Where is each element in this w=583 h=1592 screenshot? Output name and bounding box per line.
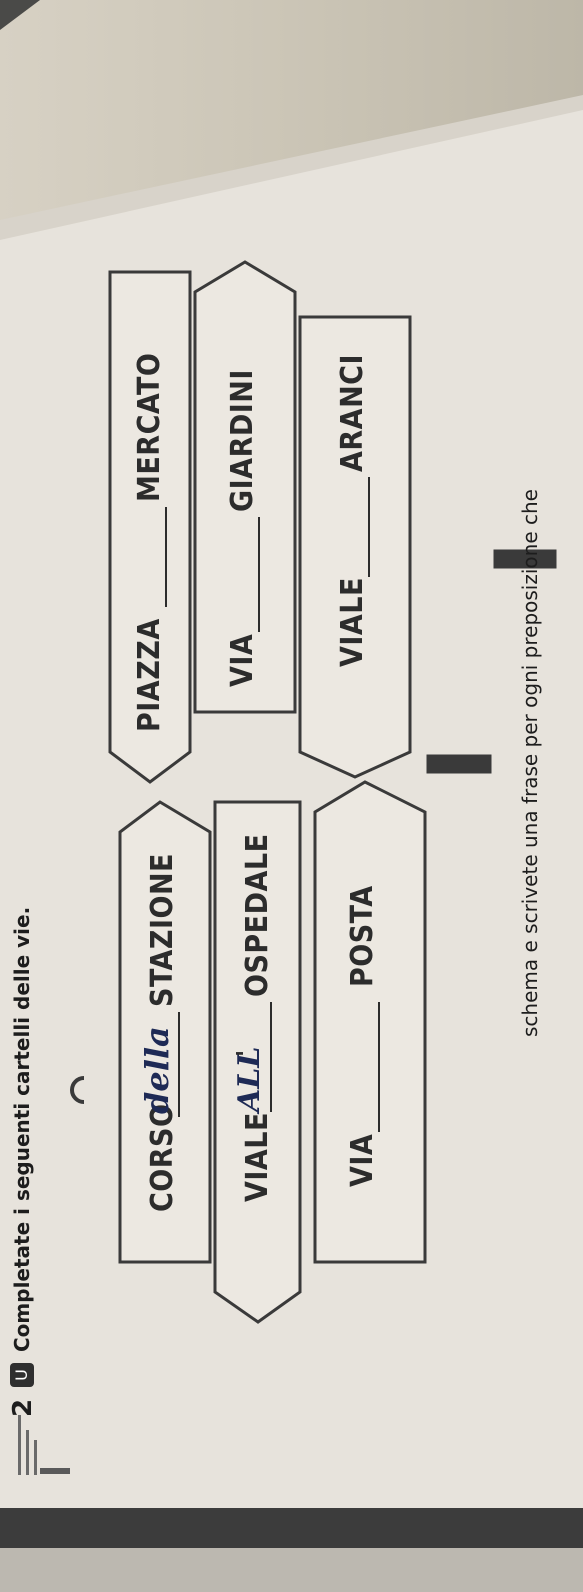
exercise-footer: schema e scrivete una frase per ogni pre… <box>518 489 542 1037</box>
sign2-apostrophe: ' <box>232 1049 262 1057</box>
sign-viale-ospedale <box>213 800 302 1324</box>
sign3-blank-line[interactable] <box>378 1002 380 1132</box>
sign4-suffix: MERCATO <box>132 352 167 502</box>
post-left <box>426 754 492 774</box>
sign1-filled[interactable]: della <box>138 1026 176 1114</box>
sign3-suffix: POSTA <box>345 885 380 987</box>
sign-piazza-mercato <box>108 270 192 784</box>
sign1-prefix: CORSO <box>145 1103 180 1212</box>
sign6-suffix: ARANCI <box>335 354 370 472</box>
sign1-blank-line <box>178 1012 180 1117</box>
sign-via-posta <box>313 780 427 1264</box>
sign2-suffix: OSPEDALE <box>240 833 275 997</box>
sign2-prefix: VIALE <box>240 1112 275 1202</box>
hanging-ring-icon <box>70 1076 85 1104</box>
sign-corso-stazione <box>118 800 212 1264</box>
sign4-blank-line[interactable] <box>165 507 167 607</box>
sign4-prefix: PIAZZA <box>132 618 167 732</box>
sign5-suffix: GIARDINI <box>225 369 260 512</box>
sign3-prefix: VIA <box>345 1133 380 1187</box>
sign6-prefix: VIALE <box>335 577 370 667</box>
sign-via-giardini <box>193 260 297 714</box>
sign5-blank-line[interactable] <box>258 517 260 632</box>
post-right <box>493 549 557 569</box>
sign6-blank-line[interactable] <box>368 477 370 577</box>
sign2-blank-line <box>270 1002 272 1112</box>
sign5-prefix: VIA <box>225 633 260 687</box>
sign1-suffix: STAZIONE <box>145 853 180 1007</box>
sign-viale-aranci <box>298 315 412 779</box>
